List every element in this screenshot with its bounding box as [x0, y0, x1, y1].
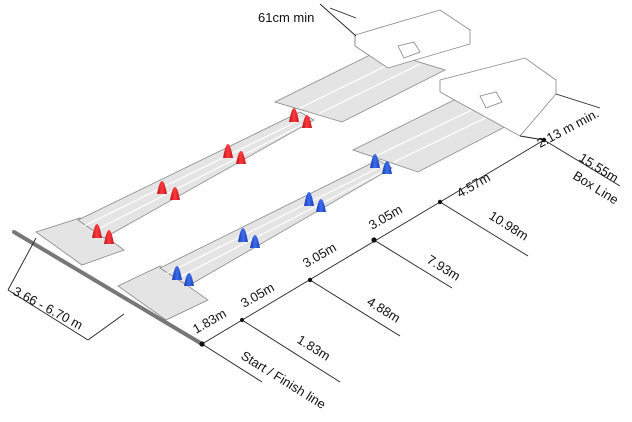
blue-hurdle-2 [238, 228, 260, 248]
blue-hurdle-1 [172, 266, 194, 286]
red-hurdle-3 [223, 144, 246, 164]
red-hurdles [92, 108, 312, 244]
label-width-range: 3.66 - 6.70 m [11, 283, 86, 332]
label-seg-3-05-a: 3.05m [238, 280, 277, 311]
label-cum-1-83: 1.83m [294, 332, 333, 364]
red-box-pad [273, 49, 447, 123]
red-start-pad [35, 217, 125, 266]
red-hurdle-4 [289, 108, 312, 128]
blue-lane [117, 57, 557, 321]
dimension-lines [7, 3, 621, 383]
red-flyball-box [397, 41, 421, 59]
red-hurdle-1 [92, 224, 114, 244]
blue-hurdles [172, 154, 392, 286]
label-seg-3-05-c: 3.05m [366, 202, 405, 233]
label-box-clearance: 61cm min [258, 10, 314, 25]
label-seg-4-57: 4.57m [454, 170, 493, 201]
label-start-finish: Start / Finish line [238, 348, 328, 412]
red-hurdle-2 [157, 181, 180, 200]
label-box-width: 2.13 m min. [534, 106, 601, 151]
label-cum-10-98: 10.98m [486, 208, 531, 244]
blue-start-pad [117, 265, 209, 321]
blue-flyball-box [479, 91, 503, 109]
label-cum-4-88: 4.88m [364, 294, 403, 326]
blue-hurdle-4 [370, 154, 392, 174]
red-lane [35, 9, 471, 266]
blue-hurdle-3 [304, 192, 326, 212]
start-finish-bar [12, 230, 204, 346]
label-cum-7-93: 7.93m [424, 252, 463, 284]
